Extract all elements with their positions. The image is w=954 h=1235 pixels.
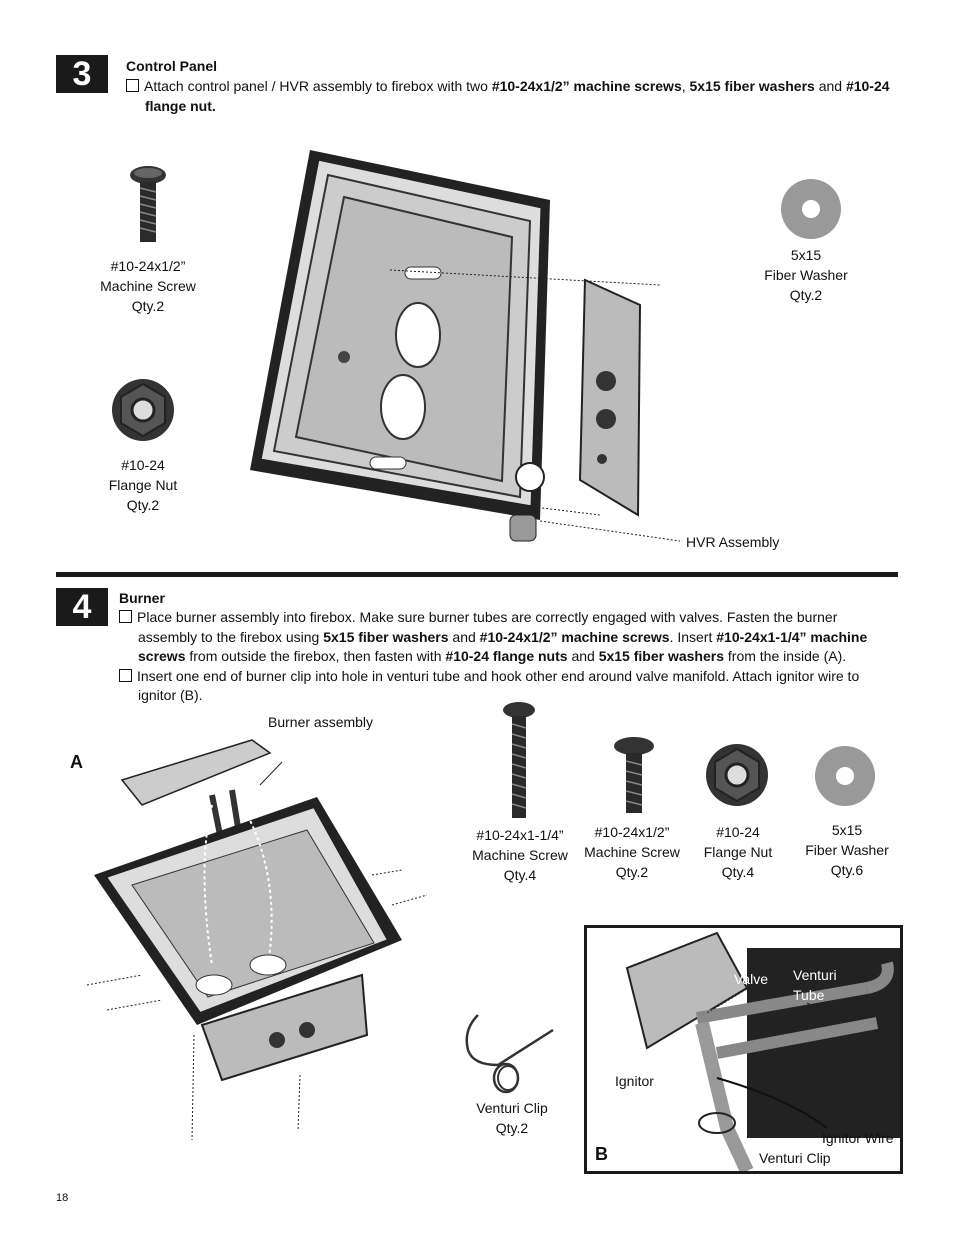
step-4-instruction-2-line2: ignitor (B). (138, 687, 203, 703)
fiber-washer-illustration (781, 179, 841, 239)
valve-label: Valve (734, 971, 768, 987)
short-machine-screw-illustration (614, 737, 654, 813)
hvr-assembly-label: HVR Assembly (686, 534, 780, 550)
step-4-instruction-1-line3: screws from outside the firebox, then fa… (138, 648, 847, 664)
step-4-instruction-2: Insert one end of burner clip into hole … (119, 666, 859, 686)
step-3-number: 3 (56, 55, 108, 93)
step-4-instruction-1: Place burner assembly into firebox. Make… (119, 607, 837, 627)
step-3-instruction-cont: flange nut. (145, 98, 216, 114)
fiber-washer-illustration-step4 (815, 746, 875, 806)
ignitor-label: Ignitor (615, 1073, 654, 1089)
firebox-control-panel-illustration (250, 150, 681, 542)
venturi-clip-illustration (465, 1014, 554, 1094)
machine-screw-illustration (130, 166, 166, 242)
figure-b-label: B (595, 1144, 608, 1164)
checkbox[interactable] (119, 669, 132, 682)
long-machine-screw-illustration (503, 702, 535, 818)
step-3-title: Control Panel (126, 58, 218, 74)
checkbox[interactable] (119, 610, 132, 623)
ignitor-wire-label: Ignitor Wire (822, 1130, 894, 1146)
venturi-clip-label: Venturi Clip (759, 1150, 831, 1166)
step-4-title: Burner (119, 590, 165, 606)
valve-venturi-detail-illustration (625, 931, 900, 1171)
figure-a-label: A (70, 752, 83, 772)
section-divider (56, 572, 898, 577)
step-4-instruction-1-line2: assembly to the firebox using 5x15 fiber… (138, 629, 868, 645)
burner-firebox-illustration (86, 739, 428, 1141)
step-3-instruction: Attach control panel / HVR assembly to f… (126, 76, 890, 96)
flange-nut-illustration (112, 379, 174, 441)
burner-assembly-label: Burner assembly (268, 714, 374, 730)
step-4-number: 4 (56, 588, 108, 626)
page-number: 18 (56, 1192, 69, 1204)
flange-nut-illustration-step4 (706, 744, 768, 806)
checkbox[interactable] (126, 79, 139, 92)
